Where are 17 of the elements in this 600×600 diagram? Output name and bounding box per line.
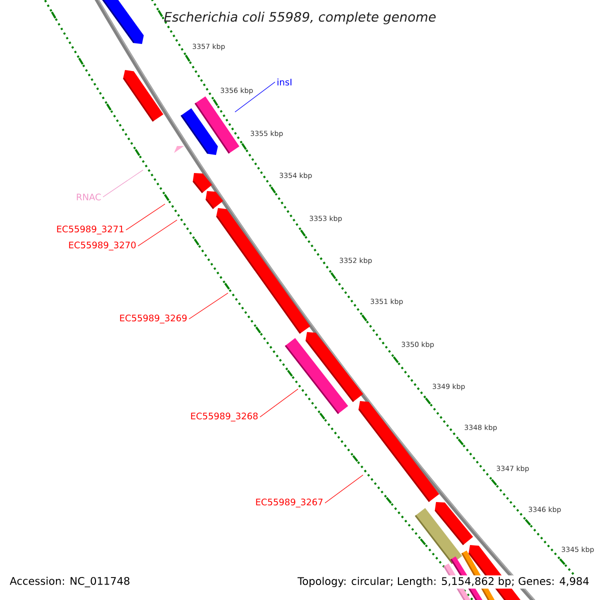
title: Escherichia coli 55989, complete genome [164, 12, 436, 24]
genome-stats-text: Topology: circular; Length: 5,154,862 bp; Genes: 4,984 [296, 575, 591, 589]
leader-line [102, 170, 144, 198]
leader-line [234, 82, 276, 112]
leader-line [188, 292, 228, 320]
leader-line [126, 204, 166, 230]
gene-label: EC55989_3268 [191, 412, 258, 422]
leader-line [324, 474, 364, 504]
gene-label: EC55989_3271 [57, 226, 124, 234]
gene-label: insI [278, 78, 292, 86]
gene-label: EC55989_3267 [256, 498, 323, 508]
gene-label: EC55989_3269 [120, 314, 187, 324]
accession-text: Accession: NC_011748 [8, 575, 132, 589]
leader-line [138, 220, 178, 246]
gene-label: EC55989_3270 [69, 242, 136, 250]
leader-line [260, 388, 298, 418]
gene-label: RNAC [76, 194, 101, 200]
